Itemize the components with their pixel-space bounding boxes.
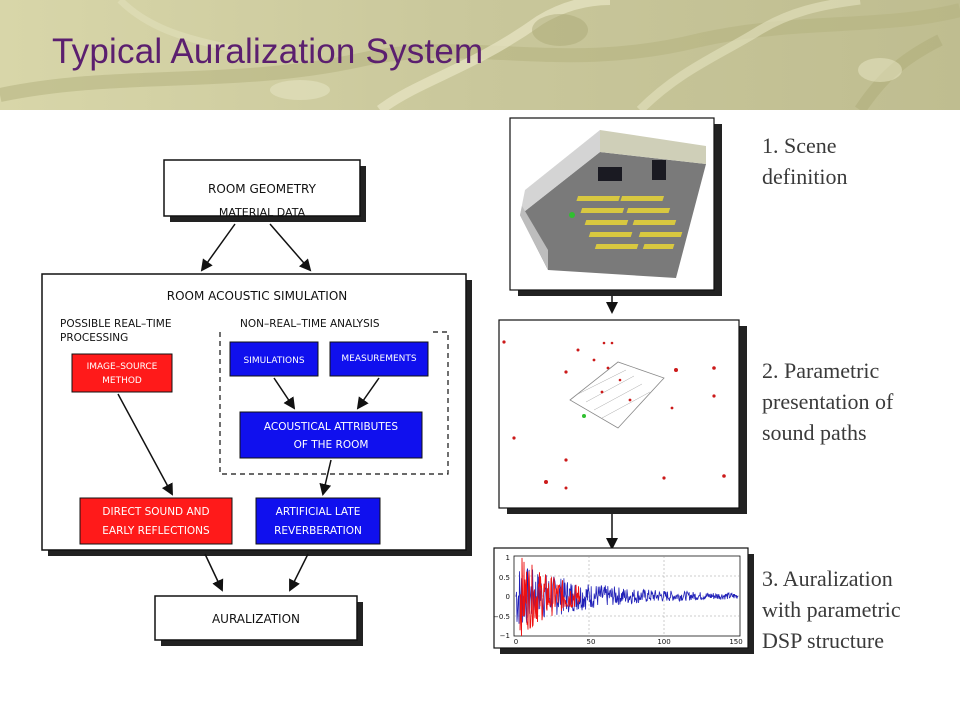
arrow-measurements-attributes — [356, 377, 380, 410]
simulations-box: SIMULATIONS — [229, 341, 319, 377]
image-source-points — [502, 340, 726, 490]
arrow-to-auralization-left — [204, 553, 224, 592]
possible-realtime-label: POSSIBLE REAL–TIME — [60, 318, 171, 330]
arrow-geometry-right — [269, 223, 312, 272]
arrow-simulations-attributes — [273, 377, 296, 410]
y-tick-neg1: −1 — [500, 632, 510, 640]
image-source-label: IMAGE–SOURCE — [87, 362, 158, 372]
auralization-diagram: ROOM GEOMETRY MATERIAL DATA ROOM ACOUSTI… — [41, 117, 754, 654]
artificial-reverberation-box: ARTIFICIAL LATE REVERBERATION — [255, 497, 381, 545]
stage-3-line1: 3. Auralization — [762, 566, 893, 591]
stage-1-line1: 1. Scene — [762, 133, 837, 158]
listener-marker — [569, 212, 575, 218]
room-wireframe — [569, 361, 665, 429]
room-geometry-box: ROOM GEOMETRY MATERIAL DATA — [163, 159, 366, 222]
room-front-wall — [520, 206, 548, 270]
non-realtime-dashed-region — [219, 331, 449, 475]
speaker-left — [598, 167, 622, 181]
arrow-attributes-reverberation — [319, 459, 332, 496]
x-tick-50: 50 — [587, 638, 596, 646]
measurements-label: MEASUREMENTS — [341, 354, 417, 364]
stage-2-line3: sound paths — [762, 420, 867, 445]
room-geometry-label: ROOM GEOMETRY — [208, 182, 317, 196]
auralization-label: AURALIZATION — [212, 612, 300, 626]
measurements-box: MEASUREMENTS — [329, 341, 429, 377]
y-tick-neg0.5: −0.5 — [493, 613, 510, 621]
header-background — [0, 0, 960, 110]
direct-sound-box: DIRECT SOUND AND EARLY REFLECTIONS — [79, 497, 233, 545]
seat-rows — [576, 196, 683, 249]
reverberation-label: REVERBERATION — [274, 525, 362, 537]
of-the-room-label: OF THE ROOM — [294, 439, 369, 451]
stage-3-line3: DSP structure — [762, 628, 885, 653]
x-tick-150: 150 — [729, 638, 742, 646]
speaker-right — [652, 160, 666, 180]
room-back-wall — [600, 130, 706, 164]
room-acoustic-simulation-label: ROOM ACOUSTIC SIMULATION — [167, 289, 348, 303]
early-reflections-waveform — [519, 557, 581, 637]
early-reflections-label: EARLY REFLECTIONS — [102, 525, 210, 537]
room-left-wall — [520, 130, 600, 215]
non-realtime-label: NON–REAL–TIME ANALYSIS — [240, 318, 380, 330]
header-band: Typical Auralization System — [0, 0, 960, 110]
receiver-point — [582, 414, 586, 418]
auralization-box: AURALIZATION — [154, 595, 363, 646]
direct-sound-label: DIRECT SOUND AND — [102, 506, 209, 518]
stage-2-line2: presentation of — [762, 389, 894, 414]
wireframe-lines — [577, 369, 651, 419]
stage-3-line2: with parametric — [762, 597, 901, 622]
acoustical-attributes-label: ACOUSTICAL ATTRIBUTES — [264, 421, 398, 433]
material-data-label: MATERIAL DATA — [219, 206, 306, 219]
scene-panel — [509, 117, 722, 296]
artificial-late-label: ARTIFICIAL LATE — [276, 506, 361, 518]
plot-grid — [514, 556, 740, 636]
method-label: METHOD — [102, 376, 142, 386]
x-tick-0: 0 — [514, 638, 518, 646]
processing-label: PROCESSING — [60, 332, 128, 344]
stage-2-line1: 2. Parametric — [762, 358, 880, 383]
acoustical-attributes-box: ACOUSTICAL ATTRIBUTES OF THE ROOM — [239, 411, 423, 459]
stage-2-label: 2. Parametric presentation of sound path… — [762, 355, 952, 448]
late-reverb-waveform — [515, 568, 739, 624]
image-source-method-box: IMAGE–SOURCE METHOD — [71, 353, 173, 393]
y-tick-0: 0 — [506, 593, 510, 601]
stage-1-label: 1. Scene definition — [762, 130, 952, 192]
stage-1-line2: definition — [762, 164, 848, 189]
arrow-geometry-left — [200, 223, 236, 272]
arrow-imagesource-direct — [117, 393, 173, 496]
dsp-plot-panel: 1 0.5 0 −0.5 −1 0 50 100 150 — [493, 547, 754, 654]
simulations-label: SIMULATIONS — [243, 356, 304, 366]
slide-title: Typical Auralization System — [52, 32, 484, 71]
y-tick-1: 1 — [506, 554, 510, 562]
y-tick-0.5: 0.5 — [499, 574, 510, 582]
arrow-to-auralization-right — [289, 553, 309, 592]
x-tick-100: 100 — [657, 638, 670, 646]
stage-3-label: 3. Auralization with parametric DSP stru… — [762, 563, 952, 656]
sound-paths-panel — [498, 319, 747, 514]
